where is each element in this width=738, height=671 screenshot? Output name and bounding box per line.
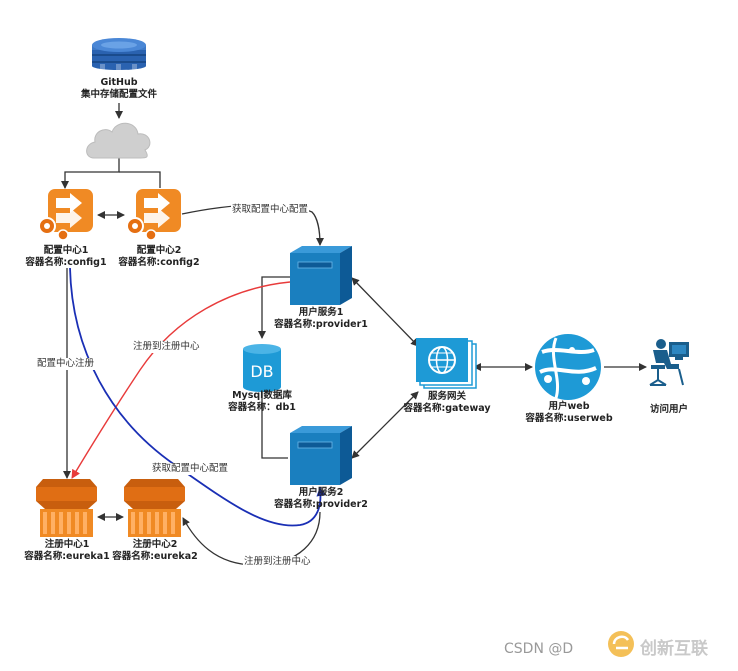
provider2-label: 用户服务2 容器名称:provider2 (266, 487, 376, 511)
config2-subtitle: 容器名称:config2 (118, 257, 200, 268)
edge-cloud-config2 (119, 171, 161, 188)
edge-label-fetch-config-blue: 获取配置中心配置 (151, 463, 230, 475)
edge-label-fetch-config-top: 获取配置中心配置 (231, 204, 310, 216)
provider1-subtitle: 容器名称:provider1 (274, 319, 368, 330)
provider2-subtitle: 容器名称:provider2 (274, 499, 368, 510)
provider1-title: 用户服务1 (298, 307, 344, 318)
edge-gateway-provider2 (351, 391, 419, 459)
config1-subtitle: 容器名称:config1 (25, 257, 107, 268)
gateway-title: 服务网关 (427, 391, 466, 402)
visitor-user-icon (649, 339, 689, 386)
edge-label-config-register: 配置中心注册 (36, 358, 96, 370)
cloud-icon (86, 122, 151, 159)
edge-provider1-db (258, 276, 290, 339)
brand-watermark: 创新互联 (640, 639, 708, 659)
db-title: Mysql数据库 (232, 390, 292, 401)
github-title: GitHub (100, 77, 138, 88)
eureka1-icon (36, 479, 97, 537)
gateway-label: 服务网关 容器名称:gateway (394, 391, 500, 415)
provider1-label: 用户服务1 容器名称:provider1 (266, 307, 376, 331)
config1-label: 配置中心1 容器名称:config1 (16, 245, 116, 269)
config1-icon (38, 189, 93, 241)
csdn-watermark: CSDN @D (504, 641, 574, 657)
gateway-subtitle: 容器名称:gateway (403, 403, 491, 414)
db-icon-text: DB (250, 362, 273, 381)
provider2-title: 用户服务2 (298, 487, 344, 498)
config2-label: 配置中心2 容器名称:config2 (106, 245, 212, 269)
eureka2-subtitle: 容器名称:eureka2 (112, 551, 198, 562)
config2-icon (126, 189, 181, 241)
config1-title: 配置中心1 (43, 245, 89, 256)
visitor-label: 访问用户 (634, 404, 704, 416)
eureka2-label: 注册中心2 容器名称:eureka2 (104, 539, 206, 563)
edge-config1-provider2-blue (69, 267, 326, 527)
db-subtitle: 容器名称：db1 (228, 402, 296, 413)
eureka2-title: 注册中心2 (132, 539, 178, 550)
edge-cloud-config1 (61, 158, 120, 189)
github-label: GitHub 集中存储配置文件 (69, 77, 169, 101)
edge-provider1-eureka1-red (71, 281, 291, 479)
edge-gateway-provider1 (351, 277, 419, 347)
userweb-title: 用户web (548, 401, 590, 412)
github-subtitle: 集中存储配置文件 (80, 89, 157, 100)
edge-db-provider2 (261, 392, 288, 459)
userweb-icon (535, 334, 601, 400)
brand-logo-icon (608, 631, 634, 657)
gateway-icon (416, 338, 477, 389)
eureka1-title: 注册中心1 (44, 539, 90, 550)
provider1-server-icon (290, 246, 352, 305)
userweb-subtitle: 容器名称:userweb (525, 413, 613, 424)
config2-title: 配置中心2 (136, 245, 182, 256)
edge-label-register-bottom: 注册到注册中心 (243, 556, 312, 568)
userweb-label: 用户web 容器名称:userweb (516, 401, 622, 425)
github-database-icon (92, 38, 146, 70)
edge-label-register-red: 注册到注册中心 (132, 341, 201, 353)
provider2-server-icon (290, 426, 352, 485)
db-icon: DB (243, 344, 281, 392)
eureka1-subtitle: 容器名称:eureka1 (24, 551, 110, 562)
db-label: Mysql数据库 容器名称：db1 (212, 390, 312, 414)
eureka2-icon (124, 479, 185, 537)
eureka1-label: 注册中心1 容器名称:eureka1 (16, 539, 118, 563)
visitor-title: 访问用户 (649, 404, 688, 415)
